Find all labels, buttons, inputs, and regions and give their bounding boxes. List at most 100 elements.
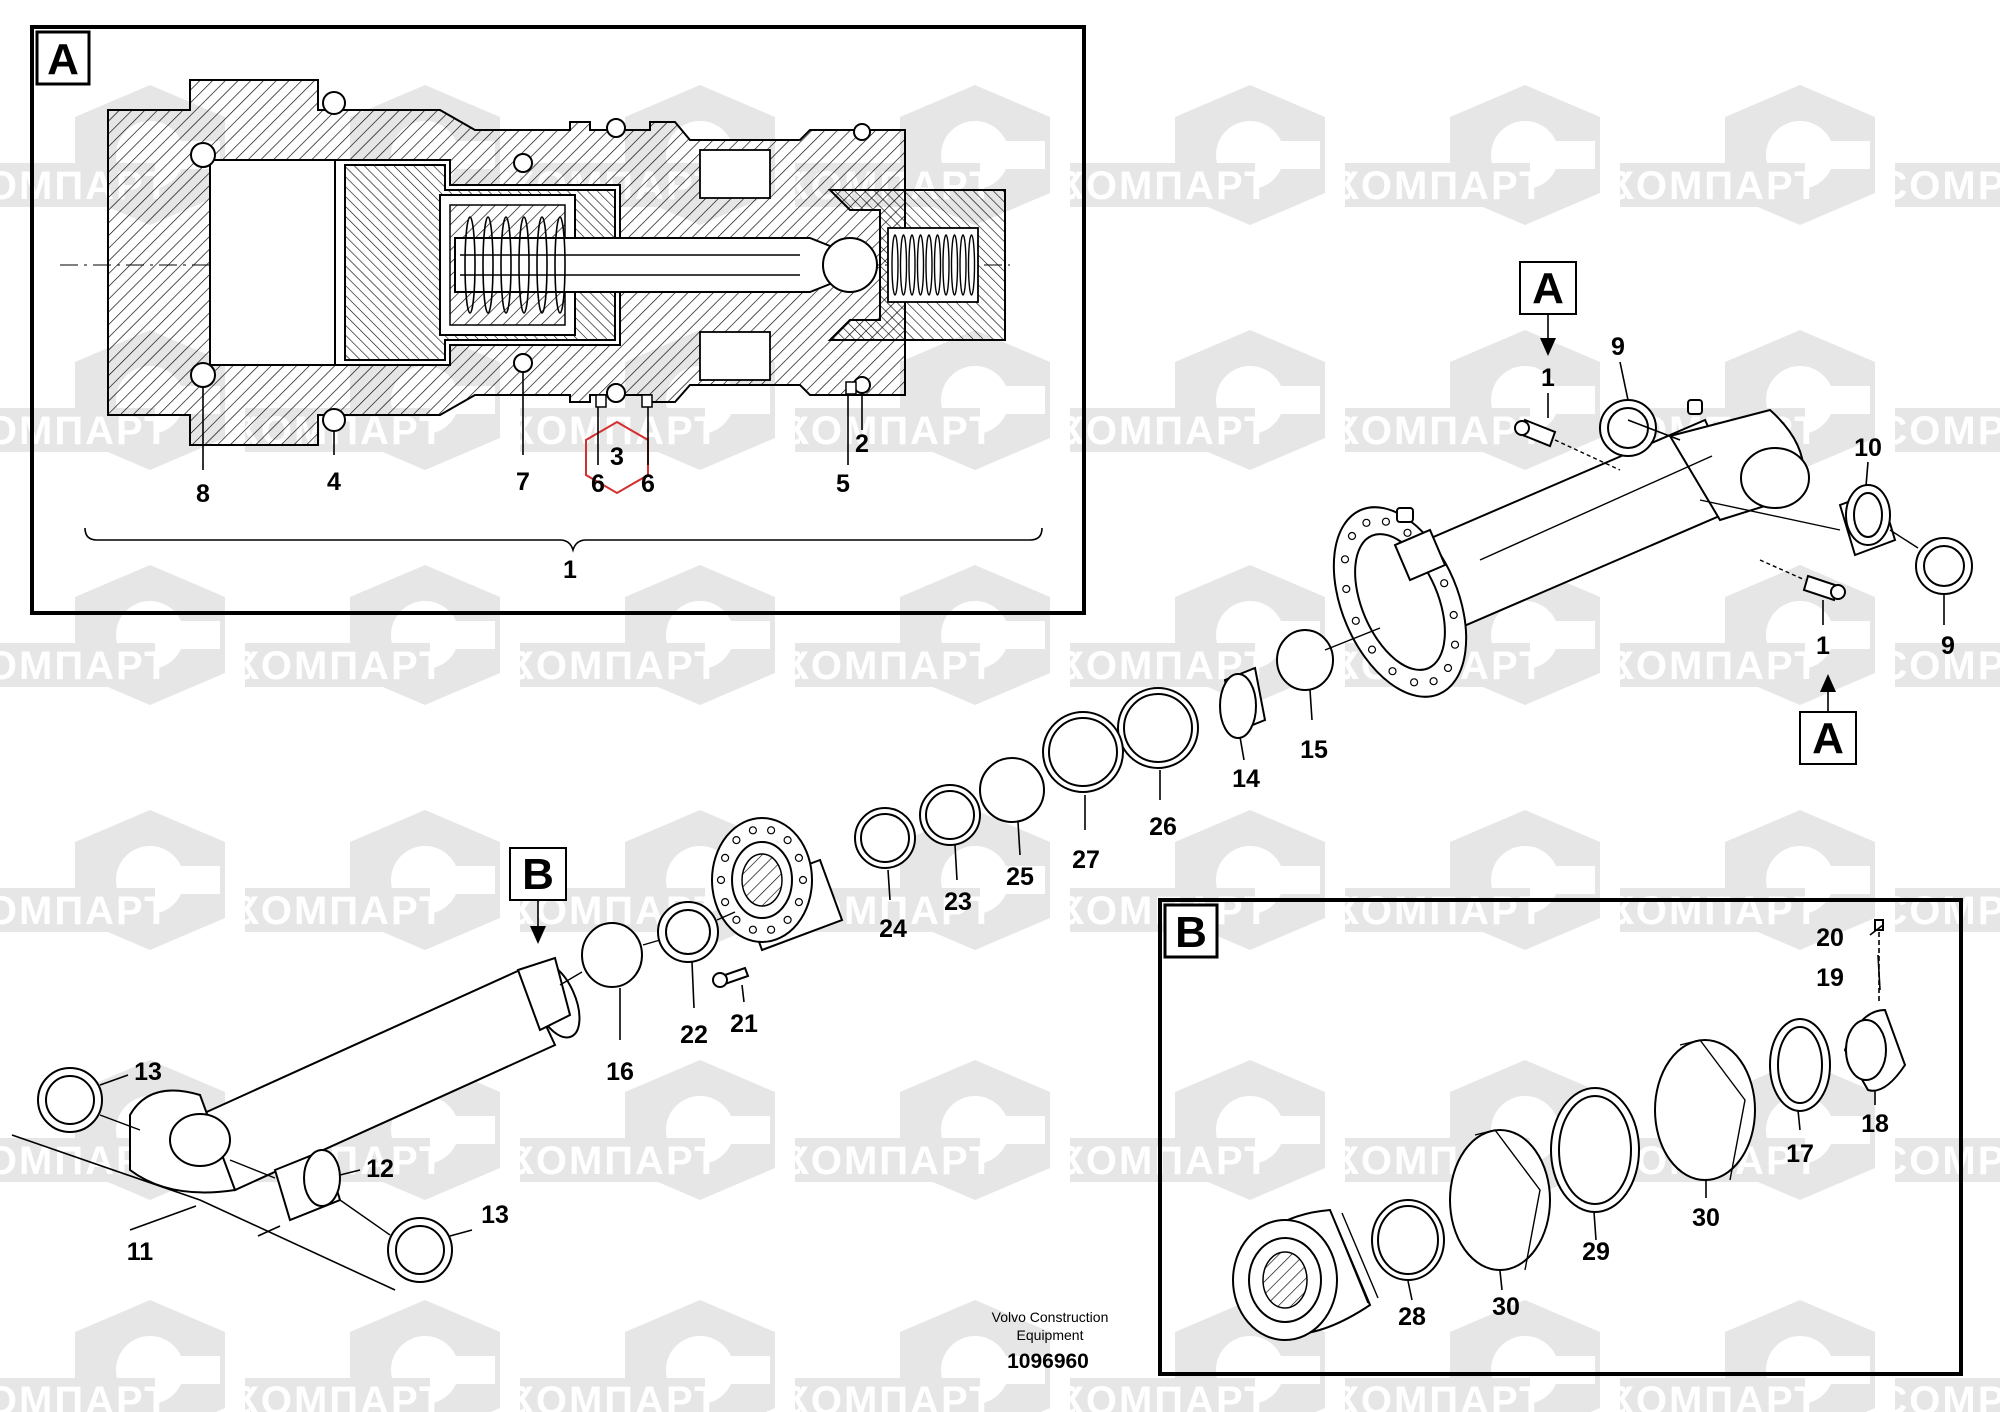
watermark-tile: КОМПАРТ COMPART: [1609, 810, 2000, 950]
watermark-tile: КОМПАРТCOMPART: [1609, 1060, 2000, 1200]
detail-a-tag-box: [35, 30, 91, 86]
label-30-lower: 30: [1492, 1293, 1520, 1321]
detail-a-frame: [30, 25, 1086, 615]
backup-ring-5: [845, 381, 857, 395]
label-18: 18: [1861, 1110, 1889, 1138]
label-23: 23: [944, 888, 972, 916]
label-27: 27: [1072, 846, 1100, 874]
watermark-tile: КОМПАРТCOMPART: [1609, 85, 2000, 225]
watermark-cyrillic: КОМПАРТ: [1334, 889, 1545, 933]
watermark-cyrillic: КОМПАРТ: [509, 409, 720, 453]
label-10: 10: [1854, 434, 1882, 462]
watermark-cyrillic: КОМПАРТ: [784, 1379, 995, 1412]
detail-a-tag: A: [47, 35, 79, 84]
seal-25: [979, 757, 1045, 823]
label-6b: 6: [641, 470, 655, 498]
watermark-cyrillic: КОМПАРТ: [1334, 1379, 1545, 1412]
callout-a-top: A: [1532, 264, 1564, 313]
label-16: 16: [606, 1058, 634, 1086]
label-9-top: 9: [1611, 333, 1625, 361]
detail-b-tag: B: [1175, 908, 1207, 957]
watermark-cyrillic: КОМПАРТ: [1609, 644, 1820, 688]
valve-1-top: [1514, 418, 1621, 471]
label-25: 25: [1006, 863, 1034, 891]
watermark-tile: КОМПАРТ COMPART: [1609, 565, 2000, 705]
label-15: 15: [1300, 736, 1328, 764]
label-22: 22: [680, 1021, 708, 1049]
label-1-bottom: 1: [1816, 632, 1830, 660]
watermark-cyrillic: КОМПАРТ: [1059, 164, 1270, 208]
label-12: 12: [366, 1155, 394, 1183]
watermark-cyrillic: КОМПАРТ: [1059, 1379, 1270, 1412]
footer-company: Volvo Construction: [992, 1309, 1109, 1325]
watermark-latin: COMPART: [1878, 1139, 2000, 1183]
label-5: 5: [836, 470, 850, 498]
callout-a-bottom: A: [1812, 714, 1844, 763]
o-ring-4: [322, 408, 346, 432]
o-ring-8: [190, 362, 216, 388]
watermark-latin: COMPART: [1878, 409, 2000, 453]
watermark-cyrillic: КОМПАРТ: [784, 1139, 995, 1183]
watermark-cyrillic: КОМПАРТ: [1059, 1139, 1270, 1183]
label-assembly-1: 1: [563, 556, 577, 584]
label-4: 4: [327, 468, 341, 496]
head-eye: [1740, 447, 1810, 509]
o-ring-7: [513, 353, 533, 373]
label-20: 20: [1816, 924, 1844, 952]
label-7: 7: [516, 468, 530, 496]
label-13-top: 13: [134, 1058, 162, 1086]
watermark-cyrillic: КОМПАРТ: [1334, 409, 1545, 453]
detail-b-tag-box: [1163, 903, 1219, 959]
label-17: 17: [1786, 1140, 1814, 1168]
brace-11: [11, 1134, 396, 1291]
label-11: 11: [127, 1238, 154, 1266]
watermark-latin: COMPART: [1878, 164, 2000, 208]
watermark-cyrillic: КОМПАРТ: [1059, 409, 1270, 453]
watermark-latin: COMPART: [1878, 889, 2000, 933]
backup-ring-6a: [595, 394, 607, 408]
watermark-latin: COMPART: [1878, 644, 2000, 688]
watermark-cyrillic: КОМПАРТ: [0, 1379, 171, 1412]
o-ring-3: [606, 383, 626, 403]
detail-a-panel: A: [30, 25, 1086, 615]
label-2: 2: [855, 430, 869, 458]
port-block: [1393, 528, 1447, 582]
assembly-brace: [84, 527, 1043, 553]
watermark-cyrillic: КОМПАРТ: [1609, 889, 1820, 933]
label-30-upper: 30: [1692, 1204, 1720, 1232]
check-ball: [822, 237, 878, 293]
ring-15: [1276, 629, 1334, 691]
footer-doc-number: 1096960: [1007, 1350, 1089, 1373]
watermark-tile: КОМПАРТ COMPART: [1609, 1300, 2000, 1412]
label-1-top: 1: [1541, 364, 1555, 392]
valve-bore: [209, 159, 336, 366]
ring-16: [581, 922, 643, 988]
wear-band-30-lower: [1449, 1129, 1551, 1271]
o-ring-4-top: [322, 91, 346, 115]
spring-right: [891, 234, 976, 296]
label-13-bottom: 13: [481, 1201, 509, 1229]
callout-b: B: [522, 850, 554, 899]
watermark-cyrillic: КОМПАРТ: [509, 1139, 720, 1183]
callout-b-box: [509, 847, 567, 901]
label-24: 24: [879, 915, 907, 943]
watermark-cyrillic: КОМПАРТ: [0, 644, 171, 688]
watermark-cyrillic: КОМПАРТ: [1609, 1379, 1820, 1412]
watermark-cyrillic: КОМПАРТ: [234, 1379, 445, 1412]
watermark-cyrillic: КОМПАРТ: [0, 889, 171, 933]
watermark-cyrillic: КОМПАРТ: [1334, 164, 1545, 208]
watermark-cyrillic: КОМПАРТ: [234, 889, 445, 933]
watermark-latin: COMPART: [1878, 1379, 2000, 1412]
detail-b-panel: B 20: [1158, 898, 1963, 1376]
detail-b-frame: [1158, 898, 1963, 1376]
label-8: 8: [196, 480, 210, 508]
cylinder-assembly: A A: [11, 261, 1973, 1291]
spring-left: [464, 216, 566, 314]
label-14: 14: [1232, 765, 1260, 793]
spring-cavity: [887, 227, 979, 303]
wear-band-30-upper: [1654, 1039, 1756, 1181]
label-3: 3: [610, 443, 624, 471]
backup-ring-6b: [641, 394, 653, 408]
label-6a: 6: [591, 470, 605, 498]
